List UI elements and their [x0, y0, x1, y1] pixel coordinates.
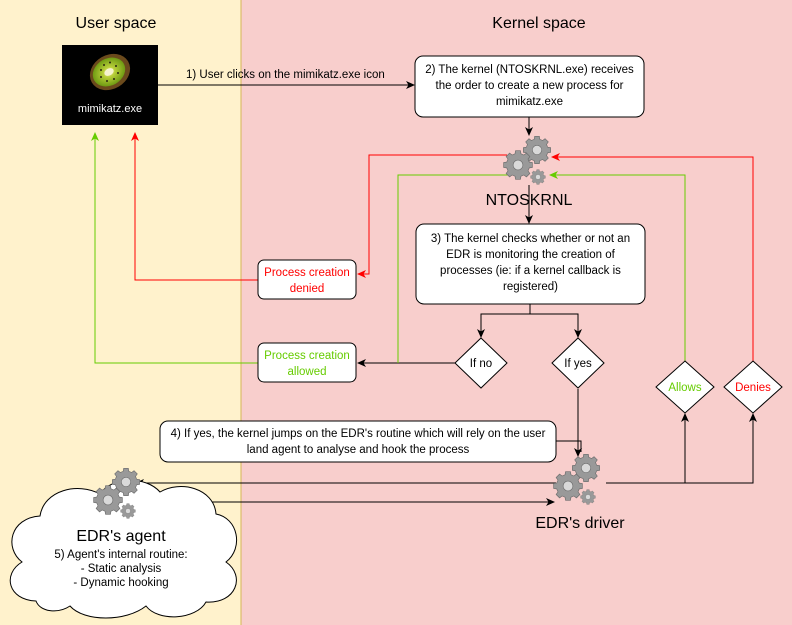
step3-line-2: EDR is monitoring the creation of [446, 249, 616, 261]
step1-label: 1) User clicks on the mimikatz.exe icon [186, 69, 385, 81]
edr-agent-line-2: - Static analysis [81, 563, 162, 575]
edr-agent-line-1: 5) Agent's internal routine: [54, 549, 187, 561]
edr-driver-label: EDR's driver [535, 515, 625, 532]
edge-denied-to-icon [131, 132, 258, 281]
process-allowed-box: Process creation allowed [257, 342, 357, 383]
edge-check-to-yes [530, 313, 582, 338]
step3-line-3: processes (ie: if a kernel callback is [440, 265, 621, 277]
edge-step4-to-driver [556, 440, 582, 452]
edr-agent-title: EDR's agent [76, 528, 166, 545]
edge-ntoskrnl-to-allowed [397, 174, 508, 363]
process-denied-line-1: Process creation [264, 267, 350, 279]
process-denied-line-2: denied [290, 283, 325, 295]
decision-allows-label: Allows [668, 382, 701, 394]
step2-line-3: mimikatz.exe [496, 96, 563, 108]
step2-line-2: the order to create a new process for [436, 80, 624, 92]
edge-ntoskrnl-to-denied [357, 154, 507, 278]
process-allowed-line-2: allowed [288, 366, 327, 378]
ntoskrnl-label: NTOSKRNL [486, 192, 573, 209]
process-denied-box: Process creation denied [257, 259, 357, 300]
cloud-shape [9, 479, 237, 619]
step3-line-1: 3) The kernel checks whether or not an [431, 233, 630, 245]
edge-driver-to-denies [685, 413, 757, 484]
step3-line-4: registered) [503, 281, 558, 293]
decision-no-label: If no [470, 358, 492, 370]
edr-check-box: 3) The kernel checks whether or not an E… [415, 223, 646, 305]
edge-check-to-no [477, 304, 531, 338]
kernel-space-title: Kernel space [492, 15, 585, 32]
decision-yes-label: If yes [564, 358, 592, 370]
edr-routine-box: 4) If yes, the kernel jumps on the EDR's… [159, 420, 557, 463]
edge-allowed-to-icon [91, 132, 258, 364]
step4-line-1: 4) If yes, the kernel jumps on the EDR's… [171, 428, 546, 440]
user-space-title: User space [76, 15, 157, 32]
app-icon-label: mimikatz.exe [78, 103, 142, 115]
step4-line-2: land agent to analyse and hook the proce… [247, 444, 470, 456]
mimikatz-app-icon[interactable]: mimikatz.exe [62, 45, 158, 125]
edr-agent-line-3: - Dynamic hooking [73, 577, 168, 589]
kernel-receives-box: 2) The kernel (NTOSKRNL.exe) receives th… [414, 55, 645, 118]
edr-agent-cloud: EDR's agent 5) Agent's internal routine:… [9, 479, 237, 619]
step2-line-1: 2) The kernel (NTOSKRNL.exe) receives [425, 64, 634, 76]
decision-allows: Allows [655, 360, 715, 414]
decision-if-no: If no [454, 337, 508, 389]
process-allowed-line-1: Process creation [264, 350, 350, 362]
edge-allows-to-ntoskrnl [549, 171, 686, 363]
kiwi-app-icon [89, 53, 131, 91]
decision-denies-label: Denies [735, 382, 771, 394]
edge-denies-to-ntoskrnl [551, 153, 754, 363]
decision-denies: Denies [723, 360, 783, 414]
decision-if-yes: If yes [551, 337, 605, 389]
